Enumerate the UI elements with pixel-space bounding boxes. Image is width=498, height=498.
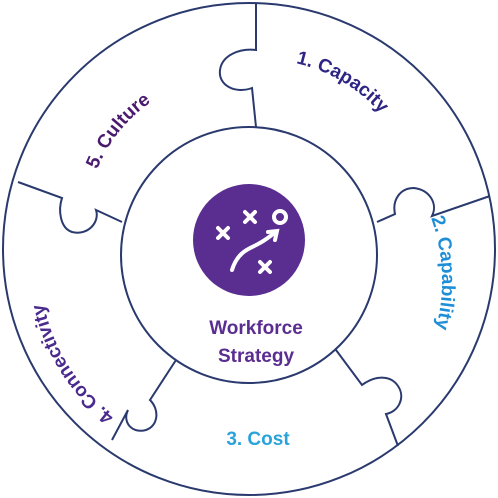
divider-left <box>17 181 123 234</box>
center-title-line-1: Workforce <box>209 318 303 339</box>
divider-right <box>376 186 491 223</box>
segment-label-cost: 3. Cost <box>226 429 290 450</box>
divider-bottom-right <box>335 349 403 447</box>
segment-dividers <box>17 4 491 447</box>
divider-top <box>218 4 257 128</box>
center-title-line-2: Strategy <box>218 346 294 367</box>
strategy-play-icon <box>193 184 305 296</box>
divider-bottom-left <box>111 359 177 441</box>
